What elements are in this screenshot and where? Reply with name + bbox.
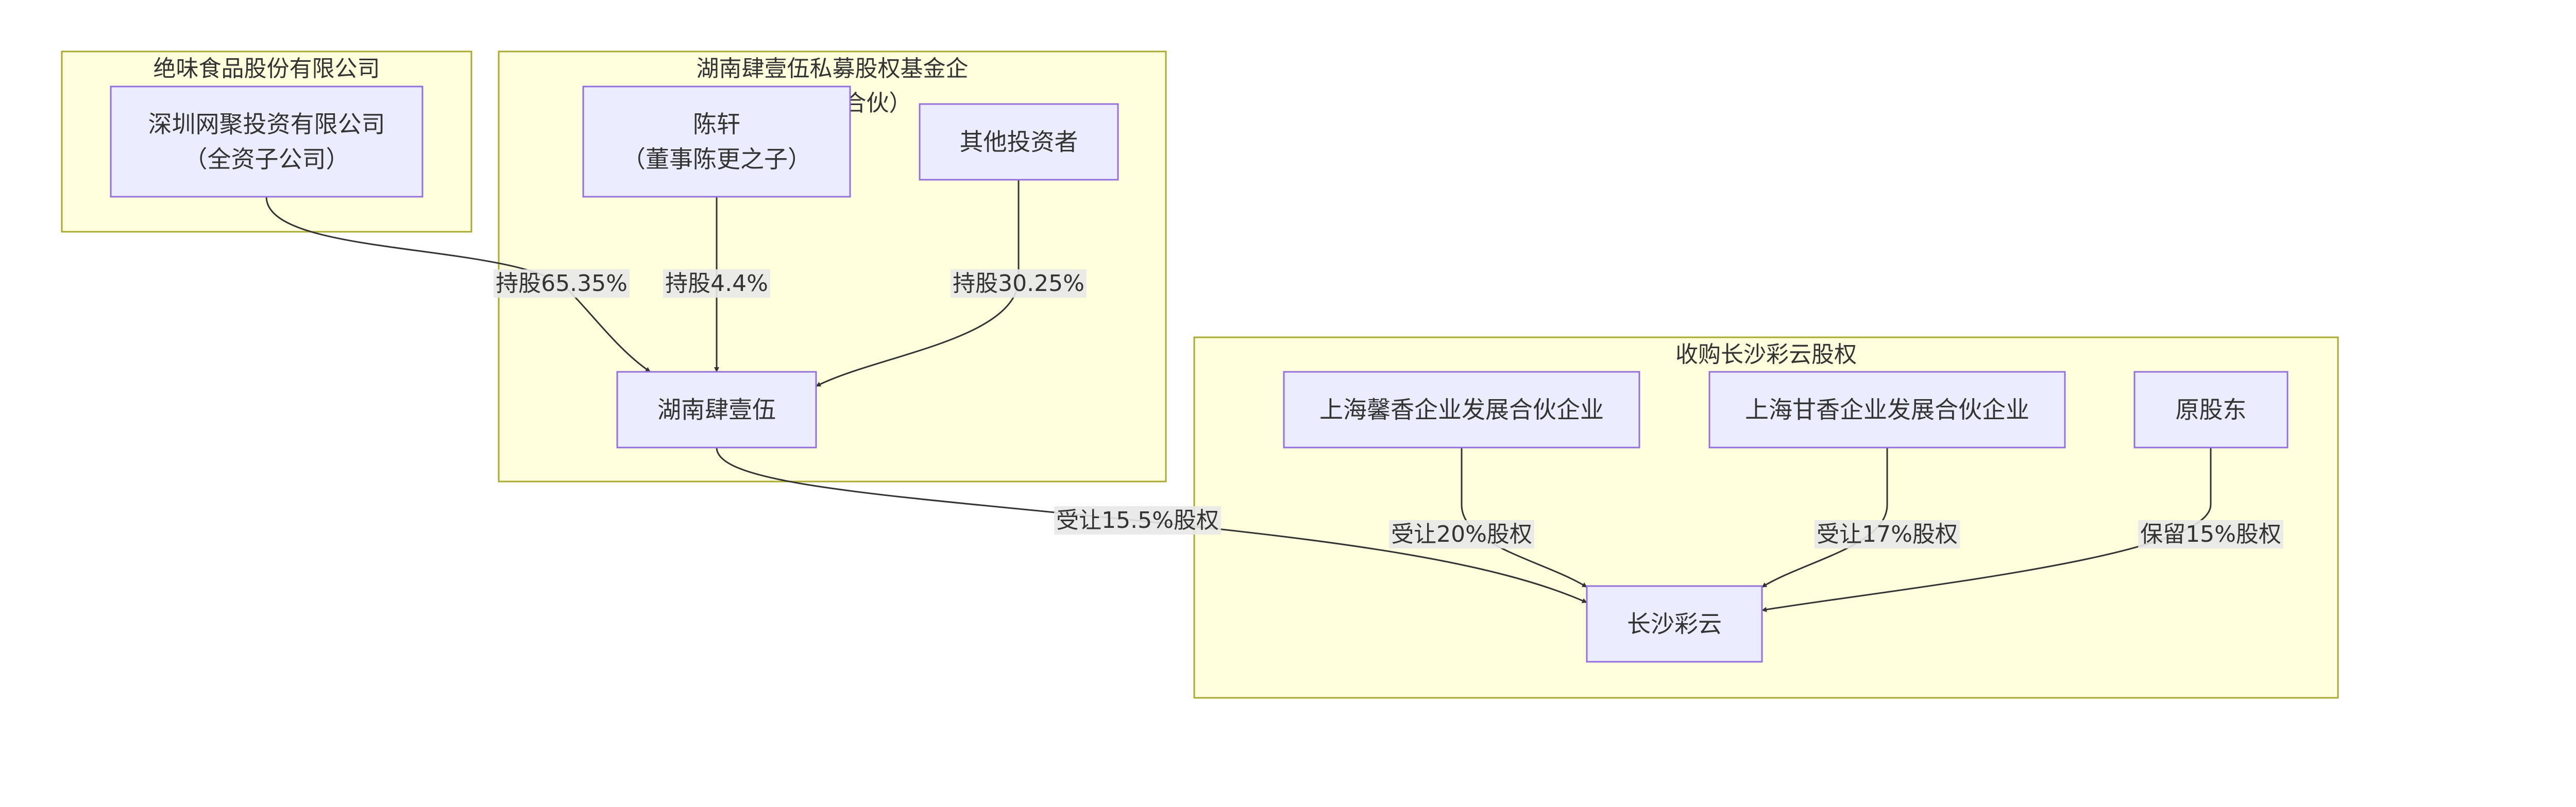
edge-label-e4: 受让15.5%股权 xyxy=(1054,506,1221,535)
node-label: 深圳网聚投资有限公司 xyxy=(148,110,385,138)
edge-label-e5: 受让20%股权 xyxy=(1389,520,1534,548)
node-label: （全资子公司） xyxy=(184,145,350,173)
edge-label-text: 受让15.5%股权 xyxy=(1056,507,1219,534)
node-label: （董事陈更之子） xyxy=(622,145,811,173)
node-box xyxy=(919,103,1119,181)
cluster-title: 绝味食品股份有限公司 xyxy=(154,56,380,82)
node-box xyxy=(1586,585,1763,663)
node-n3: 其他投资者 xyxy=(919,103,1119,181)
node-n6: 上海甘香企业发展合伙企业 xyxy=(1708,371,2066,449)
edge-label-text: 持股30.25% xyxy=(953,270,1084,297)
node-label: 其他投资者 xyxy=(960,128,1078,156)
edge-label-text: 持股65.35% xyxy=(496,270,628,297)
edge-label-bg xyxy=(494,269,630,298)
edge-label-bg xyxy=(1815,520,1960,548)
node-label: 上海馨香企业发展合伙企业 xyxy=(1319,396,1604,424)
node-box xyxy=(1283,371,1640,449)
edge-label-text: 持股4.4% xyxy=(665,270,768,297)
edge-label-bg xyxy=(1054,506,1221,535)
node-n8: 长沙彩云 xyxy=(1586,585,1763,663)
edge-n6-n8 xyxy=(1761,448,1888,588)
node-n5: 上海馨香企业发展合伙企业 xyxy=(1283,371,1640,449)
node-label: 陈轩 xyxy=(693,110,740,138)
node-box xyxy=(110,85,423,198)
cluster-title: 收购长沙彩云股权 xyxy=(1675,341,1857,368)
node-label: 湖南肆壹伍 xyxy=(657,396,776,424)
node-n4: 湖南肆壹伍 xyxy=(616,371,817,449)
node-label: 上海甘香企业发展合伙企业 xyxy=(1745,396,2029,424)
edge-label-e6: 受让17%股权 xyxy=(1815,520,1960,548)
cluster-title: 湖南肆壹伍私募股权基金企 xyxy=(697,56,969,82)
node-box xyxy=(1708,371,2066,449)
node-n7: 原股东 xyxy=(2133,371,2289,449)
node-box xyxy=(616,371,817,449)
edge-label-e3: 持股30.25% xyxy=(951,269,1087,298)
edge-label-text: 受让17%股权 xyxy=(1817,521,1958,547)
node-label: 长沙彩云 xyxy=(1627,610,1722,638)
edge-n1-n4 xyxy=(265,196,651,373)
edge-n5-n8 xyxy=(1461,448,1587,588)
edge-label-e2: 持股4.4% xyxy=(663,269,770,298)
edge-label-text: 保留15%股权 xyxy=(2140,521,2281,547)
node-box xyxy=(2133,371,2289,449)
edge-label-bg xyxy=(2138,520,2283,548)
edge-label-e1: 持股65.35% xyxy=(494,269,630,298)
edge-label-e7: 保留15%股权 xyxy=(2138,520,2283,548)
edge-label-bg xyxy=(951,269,1087,298)
edge-label-bg xyxy=(1389,520,1534,548)
edge-label-bg xyxy=(663,269,770,298)
node-label: 原股东 xyxy=(2176,396,2247,424)
node-n2: 陈轩 （董事陈更之子） xyxy=(582,85,851,198)
node-n1: 深圳网聚投资有限公司 （全资子公司） xyxy=(110,85,423,198)
node-box xyxy=(582,85,851,198)
edge-label-text: 受让20%股权 xyxy=(1391,521,1532,547)
